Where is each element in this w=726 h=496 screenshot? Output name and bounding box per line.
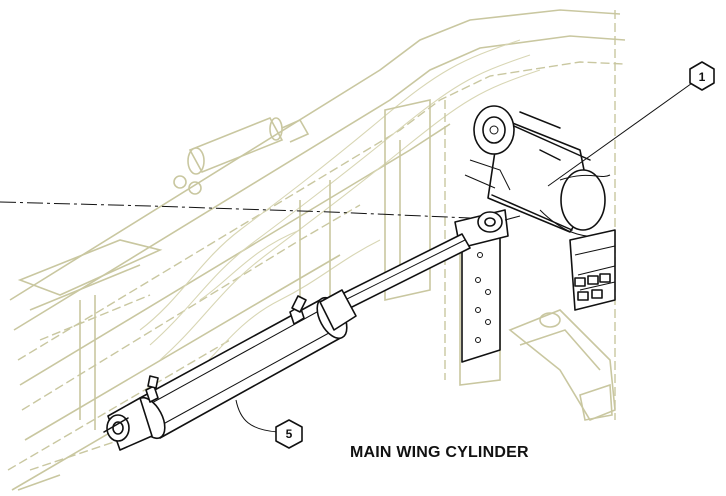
centerline (0, 201, 471, 219)
main-cylinder-rod-clevis (454, 209, 521, 249)
callout-5: 5 (235, 399, 303, 449)
background-frame-ghost (7, 9, 626, 491)
diagram-caption: MAIN WING CYLINDER (350, 444, 529, 461)
main-wing-cylinder (103, 233, 471, 451)
callout-1-label: 1 (699, 70, 706, 84)
callout-1: 1 (547, 61, 715, 187)
callout-5-label: 5 (286, 427, 293, 441)
upper-cylinder-ghost (173, 116, 310, 195)
valve-block (569, 229, 616, 311)
